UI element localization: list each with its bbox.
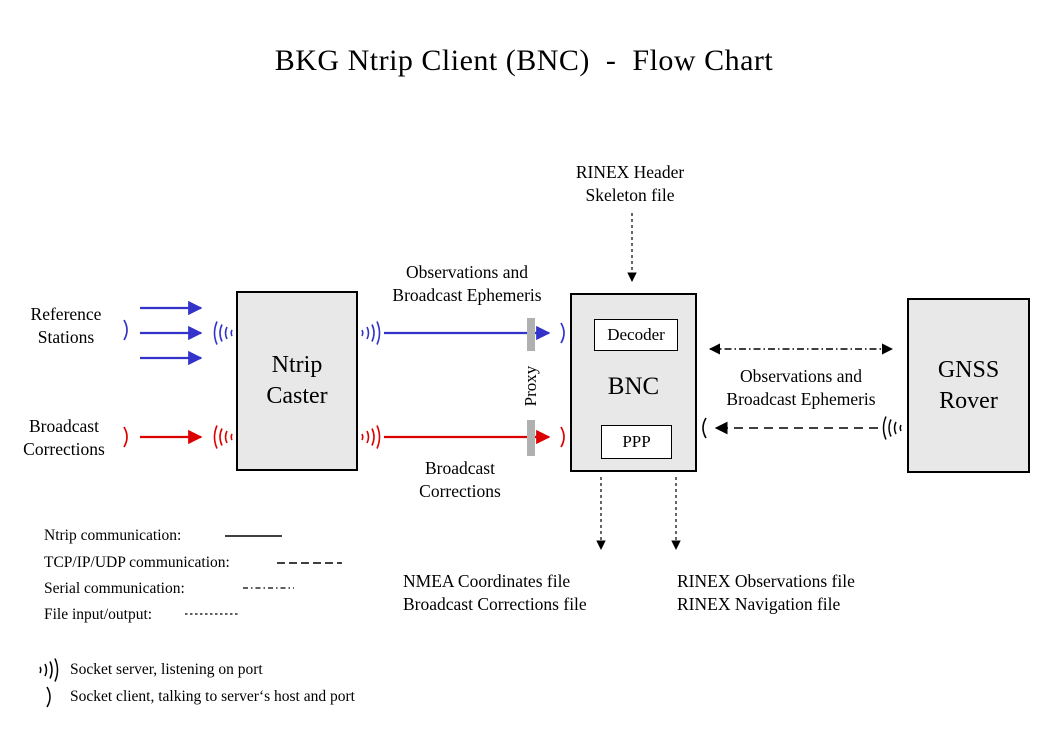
legend-socket-client: Socket client, talking to server‘s host … [70,688,355,705]
socket-client-icon [123,319,128,341]
legend-socket-server: Socket server, listening on port [70,661,263,678]
proxy-bar-bottom [527,420,535,456]
gnss-rover-label: GNSS Rover [937,356,1000,414]
observations-ephemeris-right-label: Observations and Broadcast Ephemeris [726,366,876,409]
broadcast-corrections-left-label: Broadcast Corrections [23,416,105,459]
socket-client-icon [560,322,565,344]
socket-server-icon [882,416,902,440]
legend-tcp-communication: TCP/IP/UDP communication: [44,554,230,571]
socket-client-icon [702,417,707,439]
ppp-label: PPP [622,432,651,451]
socket-client-icon [123,426,128,448]
bnc-label: BNC [607,373,660,400]
nmea-outputs-label: NMEA Coordinates file Broadcast Correcti… [403,571,587,614]
decoder-box: Decoder [594,319,678,351]
socket-server-icon [213,321,233,345]
socket-client-icon [560,426,565,448]
socket-server-icon [361,425,381,449]
reference-stations-arrows [140,300,203,366]
proxy-bar-top [527,318,535,351]
legend-serial-communication: Serial communication: [44,580,185,597]
observations-ephemeris-mid-label: Observations and Broadcast Ephemeris [392,262,542,305]
proxy-label: Proxy [521,365,540,407]
socket-server-icon [39,658,59,682]
ppp-box: PPP [601,425,672,459]
bnc-box: Decoder BNC PPP [570,293,697,472]
rinex-header-skeleton-label: RINEX Header Skeleton file [575,162,685,205]
legend-ntrip-communication: Ntrip communication: [44,527,182,544]
ntrip-caster-label: Ntrip Caster [266,352,328,409]
gnss-rover-box: GNSS Rover [907,298,1030,473]
rinex-outputs-label: RINEX Observations file RINEX Navigation… [677,571,855,614]
decoder-label: Decoder [607,325,665,344]
socket-server-icon [213,425,233,449]
legend-file-io: File input/output: [44,606,153,623]
page-title: BKG Ntrip Client (BNC) - Flow Chart [274,44,774,77]
socket-client-icon [46,686,51,708]
reference-stations-label: Reference Stations [30,304,102,347]
ntrip-caster-box: Ntrip Caster [236,291,358,471]
socket-server-icon [361,321,381,345]
broadcast-corrections-mid-label: Broadcast Corrections [419,458,501,501]
